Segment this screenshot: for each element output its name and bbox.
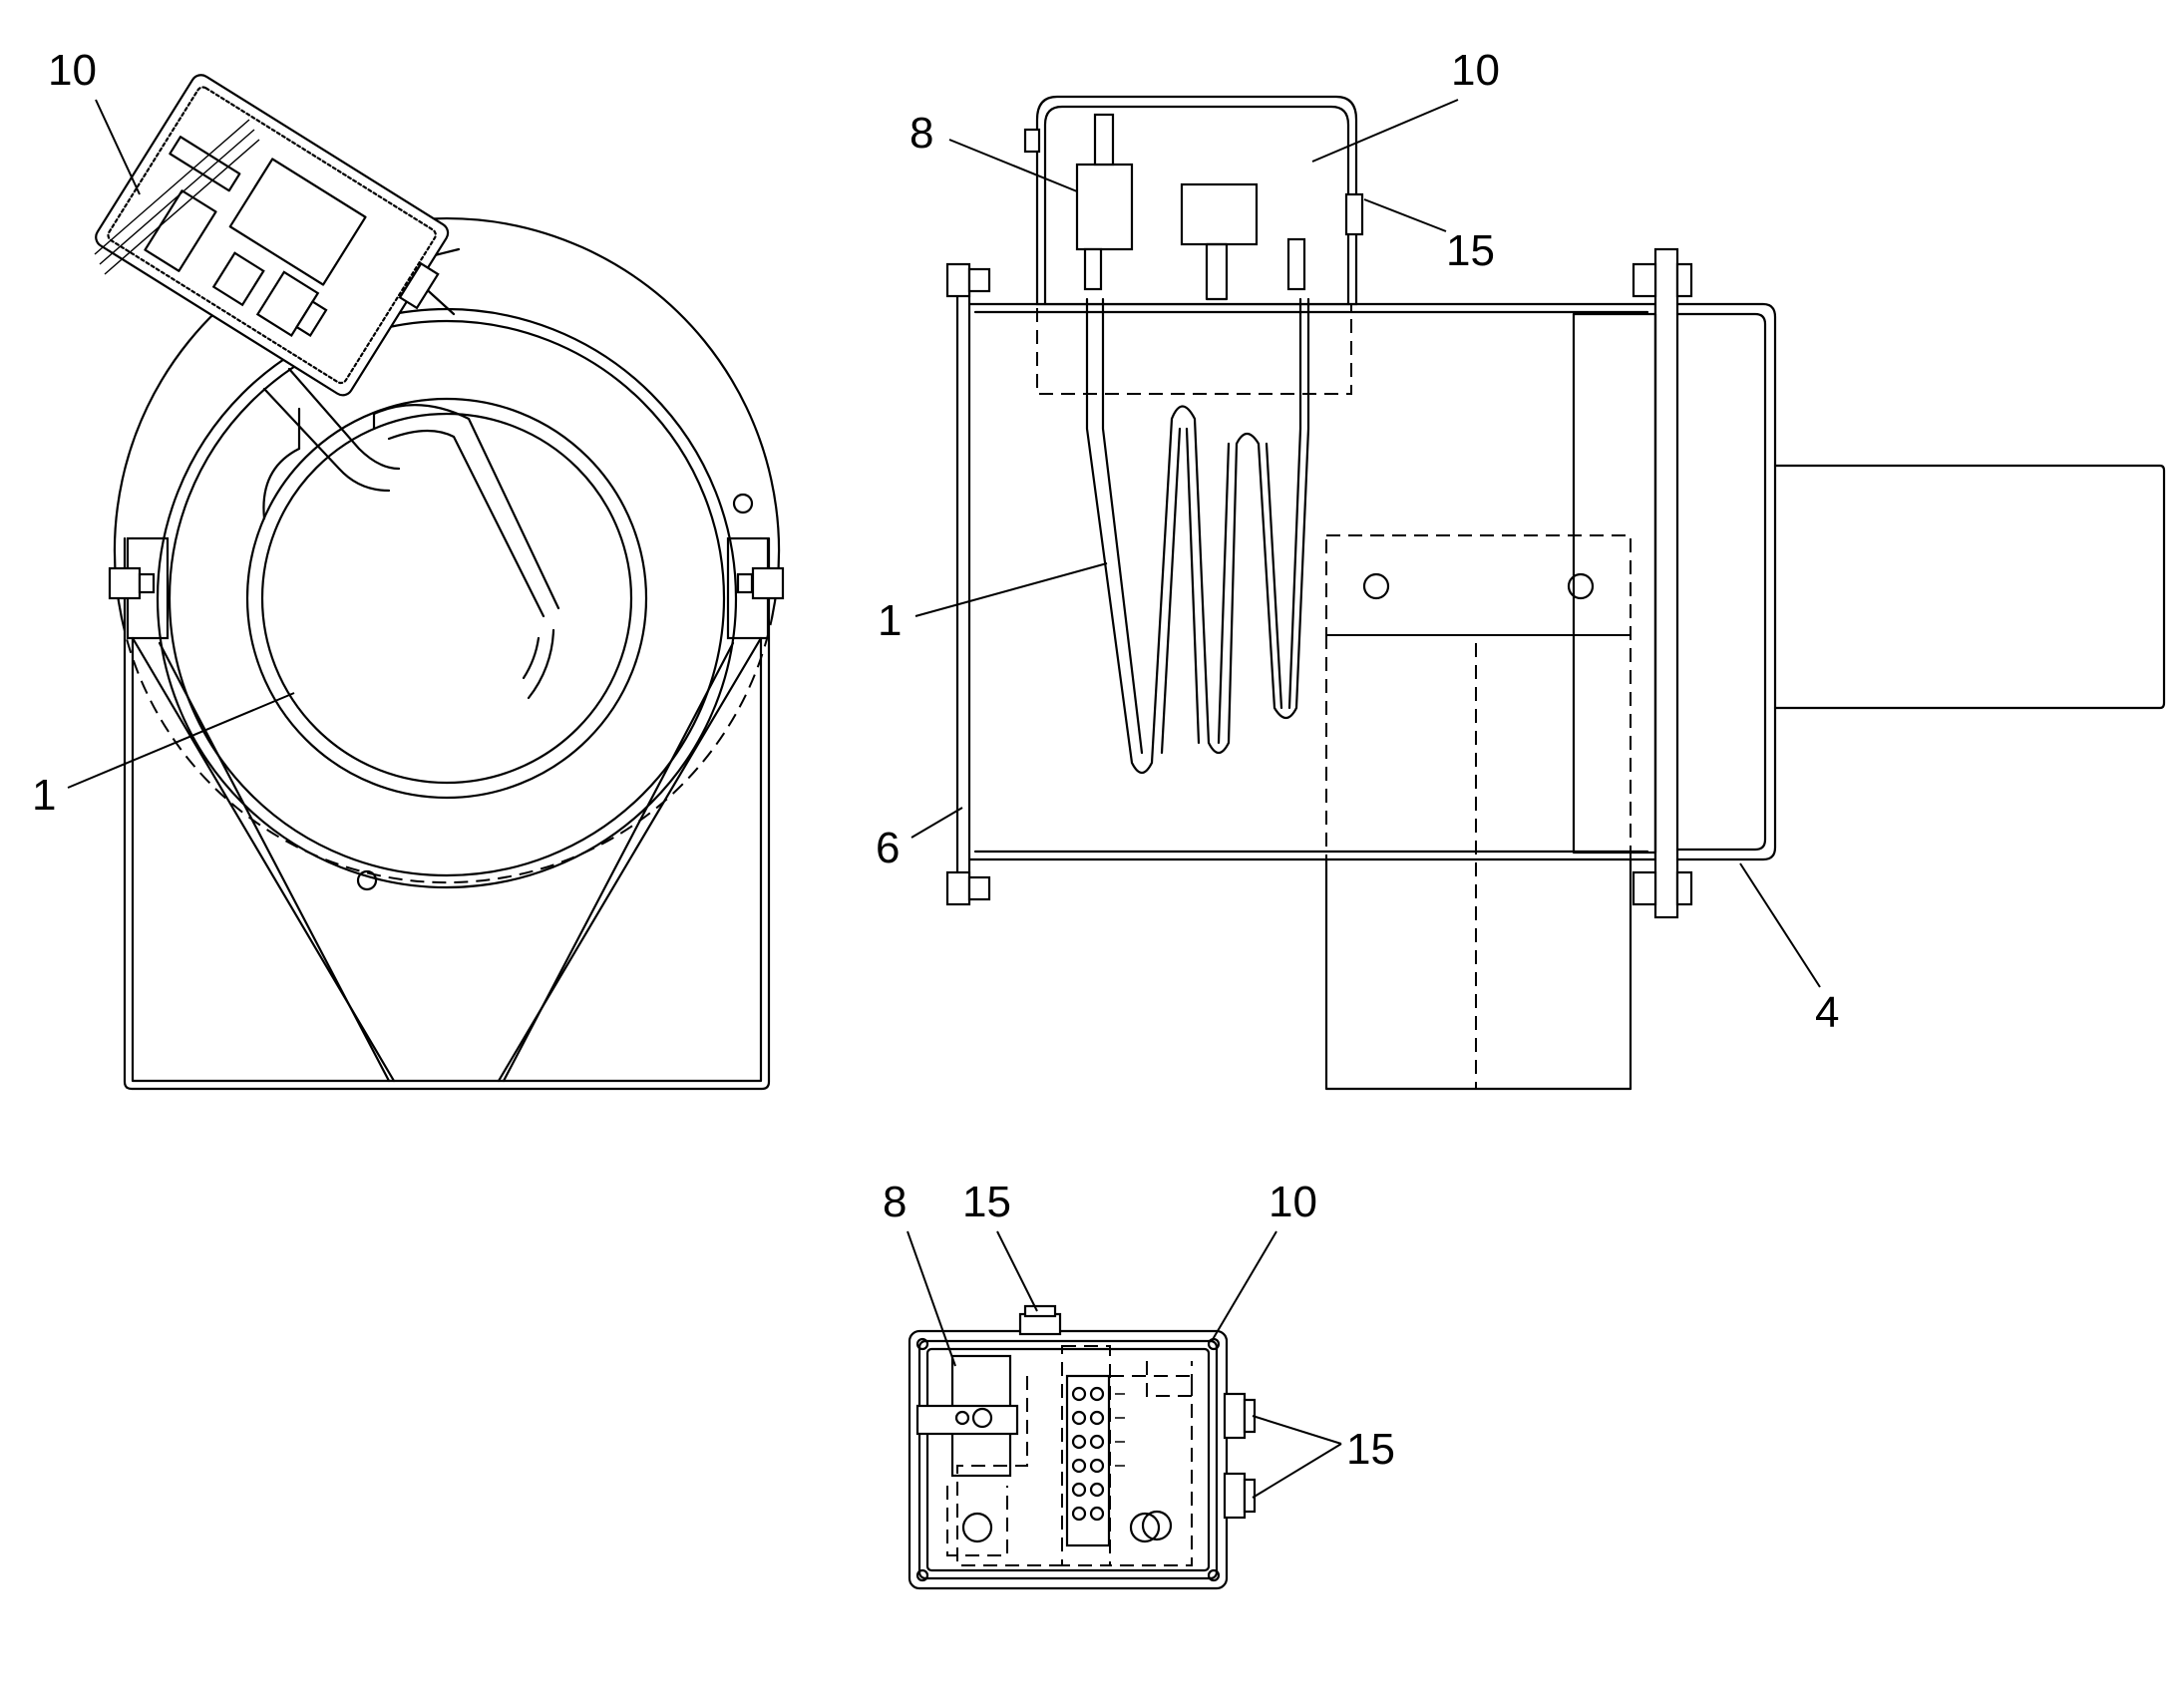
side-view-outlet — [1773, 464, 2166, 710]
label-8-side: 8 — [909, 109, 933, 158]
label-15-side: 15 — [1446, 226, 1495, 275]
side-view-terminal-box — [1023, 95, 1364, 306]
end-view-hole — [356, 869, 378, 891]
leader-4-side — [1739, 862, 1821, 988]
label-10-end: 10 — [48, 46, 97, 95]
side-view-bolt — [1632, 262, 1693, 298]
label-15-box-right: 15 — [1346, 1425, 1395, 1474]
leader-15-box-right — [1252, 1415, 1342, 1499]
end-view-flange-hidden — [121, 617, 773, 884]
side-view-bolt — [1632, 870, 1693, 906]
leader-10-box — [1211, 1230, 1277, 1342]
end-view-base-frame — [123, 536, 771, 1091]
leader-10-side — [1311, 99, 1459, 163]
leader-15-side — [1363, 198, 1447, 232]
leader-8-box — [907, 1230, 956, 1367]
label-10-box: 10 — [1269, 1178, 1317, 1226]
end-view-bolt-right — [736, 566, 785, 600]
side-view-duct — [963, 302, 1657, 861]
label-15-box-top: 15 — [962, 1178, 1011, 1226]
box-view-gland-right-2 — [1223, 1472, 1257, 1520]
leader-1-end — [67, 692, 295, 789]
label-1-side: 1 — [878, 596, 902, 645]
end-view-flange-outer — [113, 216, 781, 620]
leader-1-side — [914, 562, 1108, 617]
box-view-gland-top — [1018, 1304, 1062, 1336]
side-view: 8 10 15 1 6 4 — [876, 46, 2166, 1091]
side-view-nut — [1567, 572, 1595, 600]
end-view-base-inner — [131, 536, 763, 1083]
label-4-side: 4 — [1815, 988, 1839, 1037]
end-view-inner-ring — [245, 397, 648, 800]
box-view-inner — [917, 1339, 1219, 1580]
leader-8-side — [948, 139, 1078, 192]
box-view-terminal-block — [1065, 1374, 1125, 1547]
box-view: 8 15 10 15 — [883, 1178, 1395, 1590]
side-view-hidden-box — [1036, 303, 1352, 395]
leader-6-side — [910, 807, 963, 839]
side-view-hidden-bracket — [1325, 534, 1632, 636]
side-view-nut — [1362, 572, 1390, 600]
side-view-heating-element — [1085, 297, 1310, 775]
end-view: 10 1 — [32, 46, 785, 1091]
side-view-bolt — [945, 262, 991, 298]
leader-15-box-top — [996, 1230, 1038, 1312]
end-view-terminal-box — [95, 74, 450, 397]
leader-10-end — [95, 99, 141, 195]
box-view-gland-right-1 — [1223, 1392, 1257, 1440]
label-6-side: 6 — [876, 824, 900, 872]
side-view-flange-left — [955, 272, 971, 894]
side-view-damper — [1572, 312, 1657, 854]
end-view-element-arc — [522, 636, 541, 680]
label-8-box: 8 — [883, 1178, 907, 1226]
label-10-side: 10 — [1451, 46, 1500, 95]
side-view-bolt — [945, 870, 991, 906]
end-view-heating-element — [372, 404, 560, 610]
end-view-bolt-left — [108, 566, 156, 600]
side-view-collar — [1675, 302, 1777, 861]
label-1-end: 1 — [32, 771, 56, 820]
side-view-flange-right — [1653, 247, 1679, 919]
end-view-hole — [732, 493, 754, 514]
box-view-thermostat — [915, 1354, 1019, 1478]
